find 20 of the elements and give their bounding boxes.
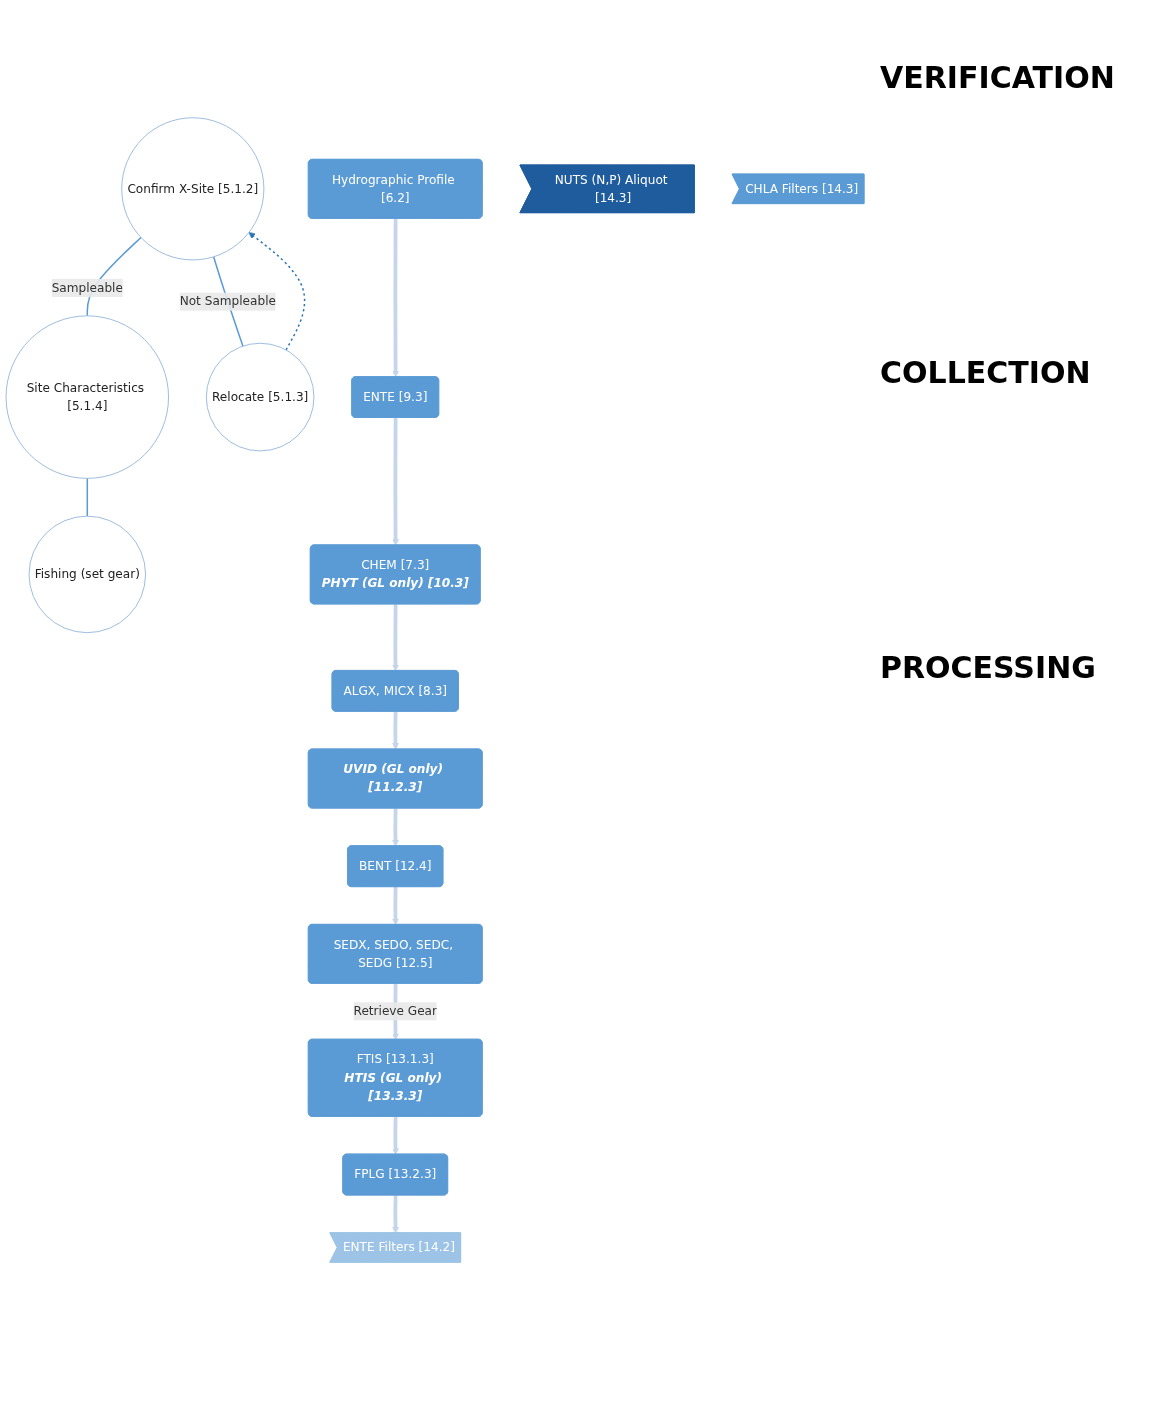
arrow <box>392 1116 399 1155</box>
arrow <box>392 711 399 750</box>
arrow <box>392 1195 399 1234</box>
edge-label: Not Sampleable <box>179 294 276 309</box>
arrow <box>392 886 399 926</box>
section-heading: VERIFICATION <box>880 60 1115 95</box>
node-circle: Relocate [5.1.3] <box>205 342 315 452</box>
arrow <box>392 808 399 847</box>
arrow <box>392 218 399 378</box>
arrow <box>392 417 399 546</box>
arrow <box>392 604 399 672</box>
arrow <box>248 232 306 351</box>
section-heading: PROCESSING <box>880 650 1096 685</box>
edge-label: Sampleable <box>51 280 123 295</box>
node-circle: Fishing (set gear) <box>28 515 146 634</box>
edge-label: Retrieve Gear <box>353 1003 437 1019</box>
connector <box>86 477 89 517</box>
section-heading: COLLECTION <box>880 355 1091 390</box>
node-circle: Confirm X-Site [5.1.2] <box>121 117 265 261</box>
node-circle: Site Characteristics [5.1.4] <box>5 315 169 479</box>
